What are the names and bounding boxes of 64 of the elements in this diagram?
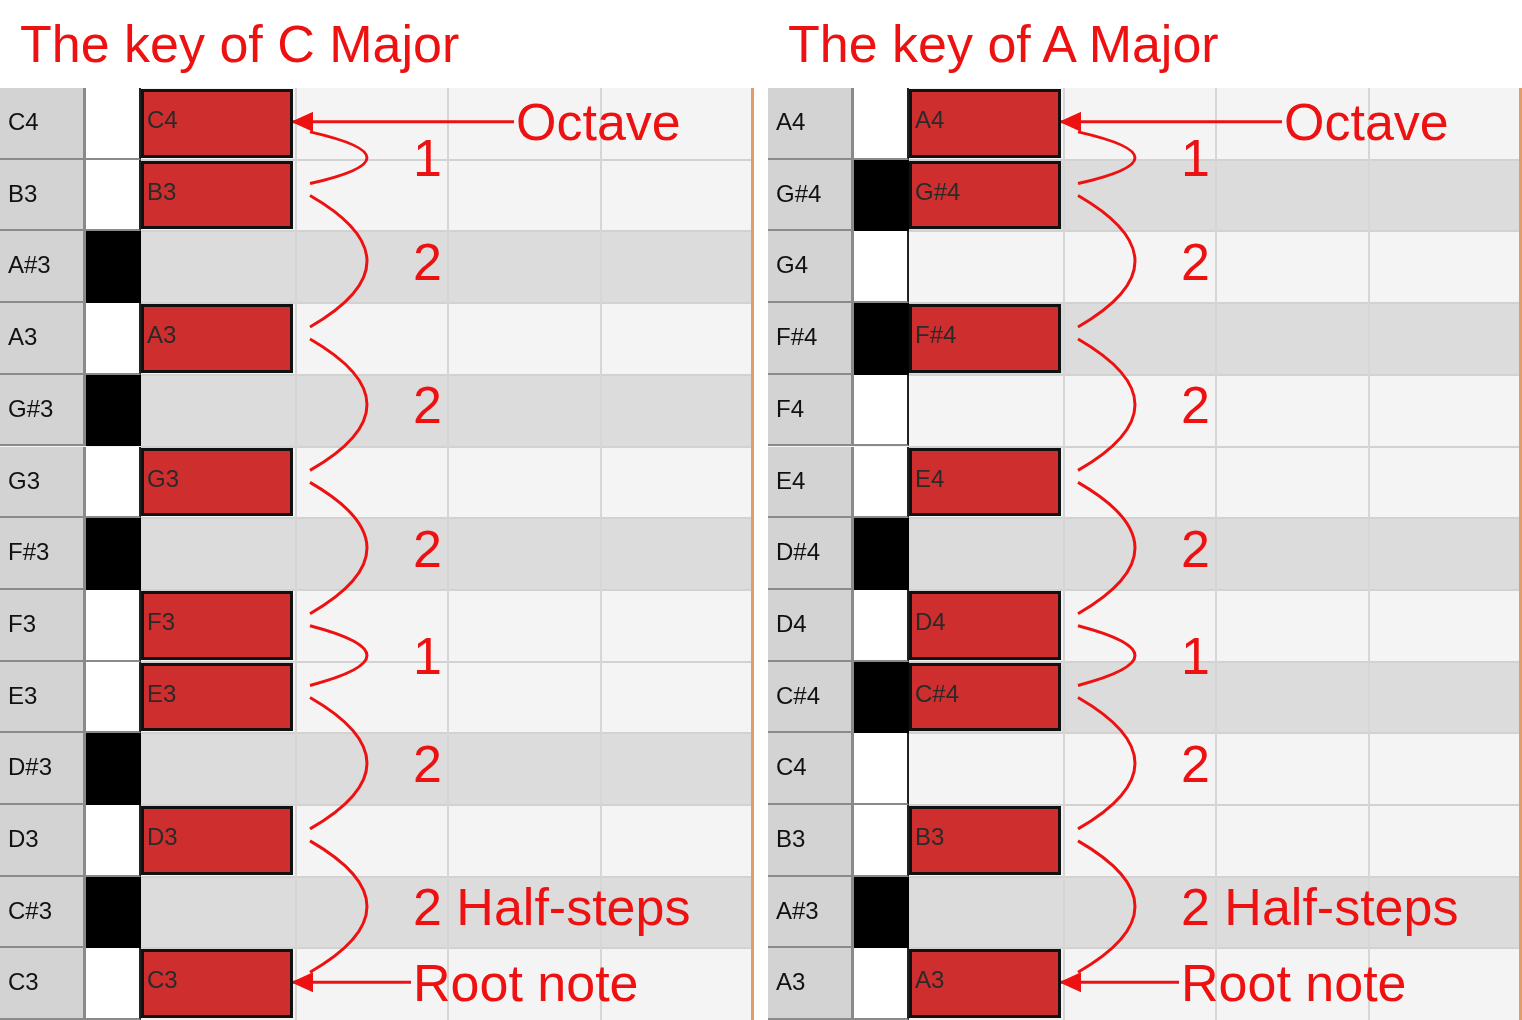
- note-block: D3: [141, 806, 293, 875]
- note-name-cell: G4: [768, 231, 854, 304]
- note-name-cell: E3: [0, 661, 86, 734]
- interval-label: 2: [413, 737, 442, 790]
- interval-label: 1: [1181, 132, 1210, 185]
- interval-label: 2 Half-steps: [413, 881, 691, 934]
- note-block: F#4: [909, 304, 1061, 373]
- note-name-cell: C3: [0, 948, 86, 1020]
- note-block: D4: [909, 590, 1061, 660]
- callout-text: Root note: [1181, 956, 1407, 1009]
- note-name-cell: A#3: [0, 231, 86, 304]
- interval-label: 2: [413, 522, 442, 575]
- note-block: E4: [909, 447, 1061, 517]
- note-name-cell: B3: [0, 159, 86, 232]
- note-block: B3: [141, 160, 293, 230]
- note-name-cell: F3: [0, 589, 86, 662]
- interval-label: 2: [413, 235, 442, 288]
- note-name-cell: A3: [0, 303, 86, 375]
- note-block: A3: [141, 304, 293, 373]
- note-name-cell: D4: [768, 589, 854, 662]
- interval-label: 1: [413, 132, 442, 185]
- note-name-cell: C#3: [0, 876, 86, 949]
- note-block: B3: [909, 806, 1061, 875]
- note-name-cell: G#3: [0, 374, 86, 447]
- note-block: G3: [141, 447, 293, 517]
- arrow: [1059, 111, 1282, 132]
- arrow: [291, 972, 411, 993]
- note-block: C#4: [909, 662, 1061, 732]
- interval-label: 2 Half-steps: [1181, 881, 1459, 934]
- note-name-cell: F#4: [768, 303, 854, 375]
- callout-text: Root note: [413, 956, 639, 1009]
- arrow: [291, 111, 514, 132]
- note-name-cell: A3: [768, 948, 854, 1020]
- callout-text: Octave: [1284, 96, 1449, 149]
- interval-label: 2: [1181, 522, 1210, 575]
- interval-label: 2: [413, 379, 442, 432]
- note-name-cell: E4: [768, 446, 854, 519]
- note-block: A3: [909, 949, 1061, 1019]
- note-name-cell: B3: [768, 805, 854, 877]
- note-name-cell: D#3: [0, 733, 86, 805]
- note-block: C4: [141, 89, 293, 158]
- callout-text: Octave: [516, 96, 681, 149]
- note-name-cell: A#3: [768, 876, 854, 949]
- interval-label: 2: [1181, 737, 1210, 790]
- interval-label: 1: [413, 630, 442, 683]
- note-name-cell: F4: [768, 374, 854, 447]
- note-block: F3: [141, 590, 293, 660]
- note-name-cell: C4: [0, 88, 86, 160]
- note-block: C3: [141, 949, 293, 1019]
- interval-label: 1: [1181, 630, 1210, 683]
- note-name-cell: D3: [0, 805, 86, 877]
- note-block: A4: [909, 89, 1061, 158]
- note-block: E3: [141, 662, 293, 732]
- note-name-cell: G3: [0, 446, 86, 519]
- interval-label: 2: [1181, 235, 1210, 288]
- interval-label: 2: [1181, 379, 1210, 432]
- note-name-cell: A4: [768, 88, 854, 160]
- note-name-cell: F#3: [0, 518, 86, 590]
- arrow: [1059, 972, 1179, 993]
- note-block: G#4: [909, 160, 1061, 230]
- note-name-cell: D#4: [768, 518, 854, 590]
- note-name-cell: G#4: [768, 159, 854, 232]
- note-name-cell: C4: [768, 733, 854, 805]
- note-name-cell: C#4: [768, 661, 854, 734]
